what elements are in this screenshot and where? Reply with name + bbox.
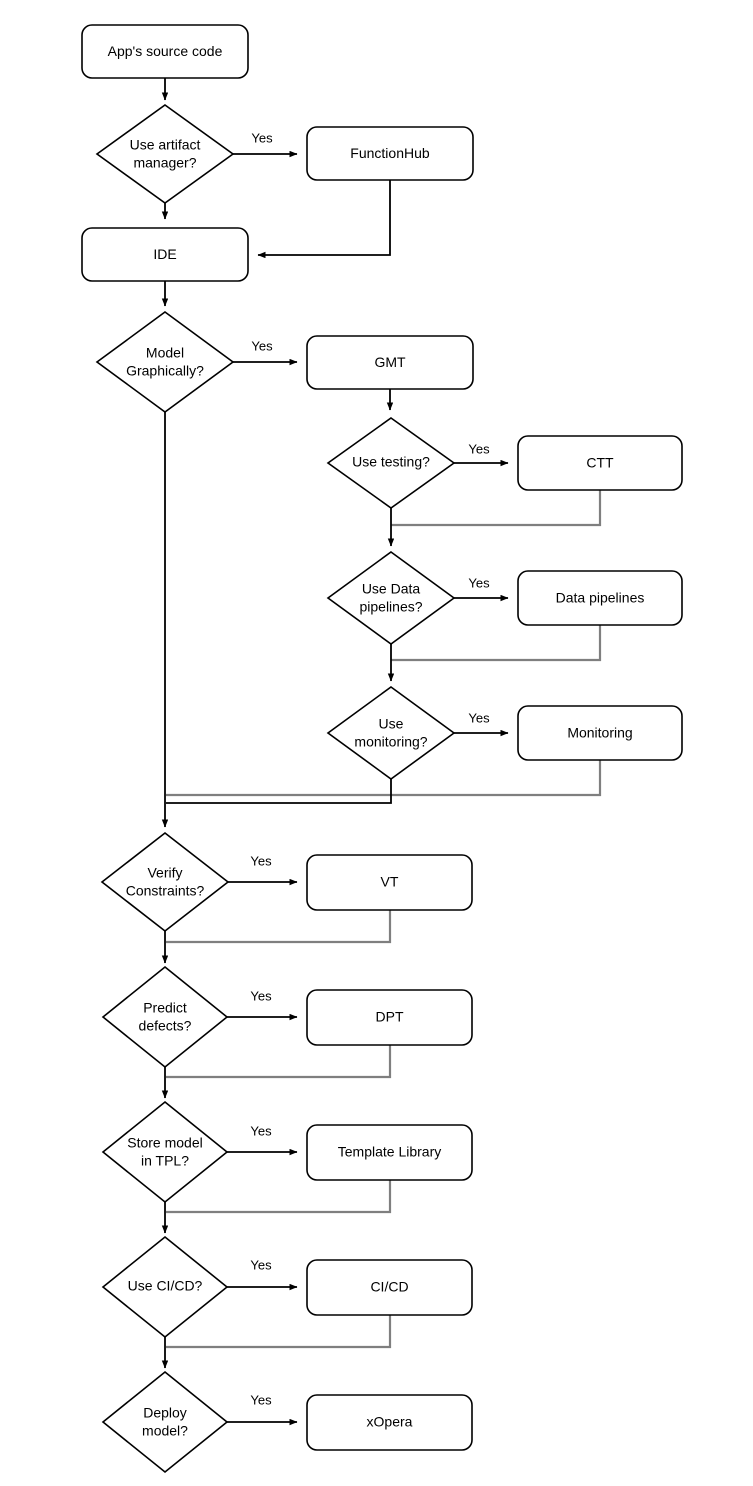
verify-constraints-diamond[interactable] bbox=[100, 831, 230, 933]
node-data-pipelines[interactable]: Data pipelines bbox=[517, 570, 683, 626]
edge-data-pipelines-return bbox=[391, 625, 602, 662]
use-ci-cd-diamond[interactable] bbox=[101, 1235, 229, 1339]
edge-label-yes-cicd: Yes bbox=[250, 1257, 272, 1272]
edge-template-return bbox=[166, 1180, 392, 1214]
vt-label: VT bbox=[381, 874, 399, 890]
ide-label: IDE bbox=[153, 246, 176, 262]
use-artifact-diamond[interactable] bbox=[95, 104, 235, 204]
node-model-graphically[interactable]: Model Graphically? bbox=[95, 311, 235, 413]
edge-label-yes-predict: Yes bbox=[250, 988, 272, 1003]
template-library-box[interactable] bbox=[306, 1124, 473, 1181]
node-ide[interactable]: IDE bbox=[81, 227, 249, 282]
ctt-label: CTT bbox=[586, 455, 614, 471]
edge-dpt-return bbox=[166, 1045, 392, 1079]
use-monitoring-label-line1: Use bbox=[379, 716, 404, 732]
edge-monitoring-to-verify bbox=[166, 779, 392, 804]
node-use-data-pipelines[interactable]: Use Data pipelines? bbox=[326, 551, 456, 645]
node-functionhub[interactable]: FunctionHub bbox=[306, 126, 474, 181]
edge-label-yes-store: Yes bbox=[250, 1123, 272, 1138]
edge-functionhub-to-ide bbox=[257, 180, 391, 259]
verify-constraints-label-line1: Verify bbox=[147, 865, 182, 881]
node-source-code[interactable]: App's source code bbox=[81, 24, 249, 79]
functionhub-label: FunctionHub bbox=[350, 145, 430, 161]
nodes-layer: App's source code Use artifact manager? … bbox=[81, 24, 683, 1474]
node-ctt[interactable]: CTT bbox=[517, 435, 683, 491]
dpt-box[interactable] bbox=[306, 989, 473, 1046]
node-store-model-tpl[interactable]: Store model in TPL? bbox=[101, 1100, 229, 1204]
deploy-model-label-line2: model? bbox=[142, 1423, 188, 1439]
ci-cd-label: CI/CD bbox=[370, 1279, 408, 1295]
gmt-label: GMT bbox=[374, 354, 406, 370]
node-use-testing[interactable]: Use testing? bbox=[326, 417, 456, 509]
node-dpt[interactable]: DPT bbox=[306, 989, 473, 1046]
edge-label-yes-artifact: Yes bbox=[251, 130, 273, 145]
deploy-model-label-line1: Deploy bbox=[143, 1405, 187, 1421]
use-artifact-label-line2: manager? bbox=[133, 155, 196, 171]
data-pipelines-box[interactable] bbox=[517, 570, 683, 626]
node-xopera[interactable]: xOpera bbox=[306, 1394, 473, 1451]
node-vt[interactable]: VT bbox=[306, 854, 473, 911]
dpt-label: DPT bbox=[376, 1009, 404, 1025]
edge-monitoring-box-return bbox=[166, 760, 602, 797]
deploy-model-diamond[interactable] bbox=[101, 1370, 229, 1474]
node-deploy-model[interactable]: Deploy model? bbox=[101, 1370, 229, 1474]
edge-label-yes-testing: Yes bbox=[468, 441, 490, 456]
ide-box[interactable] bbox=[81, 227, 249, 282]
functionhub-box[interactable] bbox=[306, 126, 474, 181]
predict-defects-label-line1: Predict bbox=[143, 1000, 187, 1016]
predict-defects-label-line2: defects? bbox=[139, 1018, 192, 1034]
store-model-tpl-diamond[interactable] bbox=[101, 1100, 229, 1204]
ci-cd-box[interactable] bbox=[306, 1259, 473, 1316]
use-testing-diamond[interactable] bbox=[326, 417, 456, 509]
use-data-pipelines-diamond[interactable] bbox=[326, 551, 456, 645]
store-model-tpl-label-line2: in TPL? bbox=[141, 1153, 189, 1169]
predict-defects-diamond[interactable] bbox=[101, 965, 229, 1069]
edge-label-yes-pipelines: Yes bbox=[468, 575, 490, 590]
model-graphically-label-line2: Graphically? bbox=[126, 363, 204, 379]
use-testing-label-line1: Use testing? bbox=[352, 454, 430, 470]
edge-cicd-return bbox=[166, 1315, 392, 1349]
edge-ctt-return bbox=[391, 490, 602, 527]
edges-layer bbox=[161, 78, 602, 1426]
edge-label-yes-verify: Yes bbox=[250, 853, 272, 868]
edge-label-yes-monitoring: Yes bbox=[468, 710, 490, 725]
store-model-tpl-label-line1: Store model bbox=[127, 1135, 202, 1151]
gmt-box[interactable] bbox=[306, 335, 474, 390]
monitoring-box[interactable] bbox=[517, 705, 683, 761]
node-gmt[interactable]: GMT bbox=[306, 335, 474, 390]
model-graphically-label-line1: Model bbox=[146, 345, 184, 361]
source-code-box[interactable] bbox=[81, 24, 249, 79]
ctt-box[interactable] bbox=[517, 435, 683, 491]
use-ci-cd-label-line1: Use CI/CD? bbox=[128, 1278, 203, 1294]
xopera-label: xOpera bbox=[367, 1414, 413, 1430]
xopera-box[interactable] bbox=[306, 1394, 473, 1451]
edge-label-yes-deploy: Yes bbox=[250, 1392, 272, 1407]
data-pipelines-label: Data pipelines bbox=[556, 590, 645, 606]
node-monitoring[interactable]: Monitoring bbox=[517, 705, 683, 761]
node-use-monitoring[interactable]: Use monitoring? bbox=[326, 686, 456, 780]
use-data-pipelines-label-line2: pipelines? bbox=[359, 599, 422, 615]
use-monitoring-diamond[interactable] bbox=[326, 686, 456, 780]
node-template-library[interactable]: Template Library bbox=[306, 1124, 473, 1181]
source-code-label: App's source code bbox=[108, 43, 223, 59]
use-data-pipelines-label-line1: Use Data bbox=[362, 581, 421, 597]
model-graphically-diamond[interactable] bbox=[95, 311, 235, 413]
node-ci-cd[interactable]: CI/CD bbox=[306, 1259, 473, 1316]
template-library-label: Template Library bbox=[338, 1144, 442, 1160]
node-use-artifact-manager[interactable]: Use artifact manager? bbox=[95, 104, 235, 204]
node-verify-constraints[interactable]: Verify Constraints? bbox=[100, 831, 230, 933]
vt-box[interactable] bbox=[306, 854, 473, 911]
use-monitoring-label-line2: monitoring? bbox=[354, 734, 427, 750]
edge-labels-layer: Yes Yes Yes Yes Yes Yes Yes Yes Yes Yes bbox=[250, 130, 490, 1407]
use-artifact-label-line1: Use artifact bbox=[130, 137, 201, 153]
monitoring-label: Monitoring bbox=[567, 725, 632, 741]
node-predict-defects[interactable]: Predict defects? bbox=[101, 965, 229, 1069]
verify-constraints-label-line2: Constraints? bbox=[126, 883, 205, 899]
node-use-ci-cd[interactable]: Use CI/CD? bbox=[101, 1235, 229, 1339]
edge-vt-return bbox=[166, 910, 392, 944]
edge-label-yes-graphical: Yes bbox=[251, 338, 273, 353]
